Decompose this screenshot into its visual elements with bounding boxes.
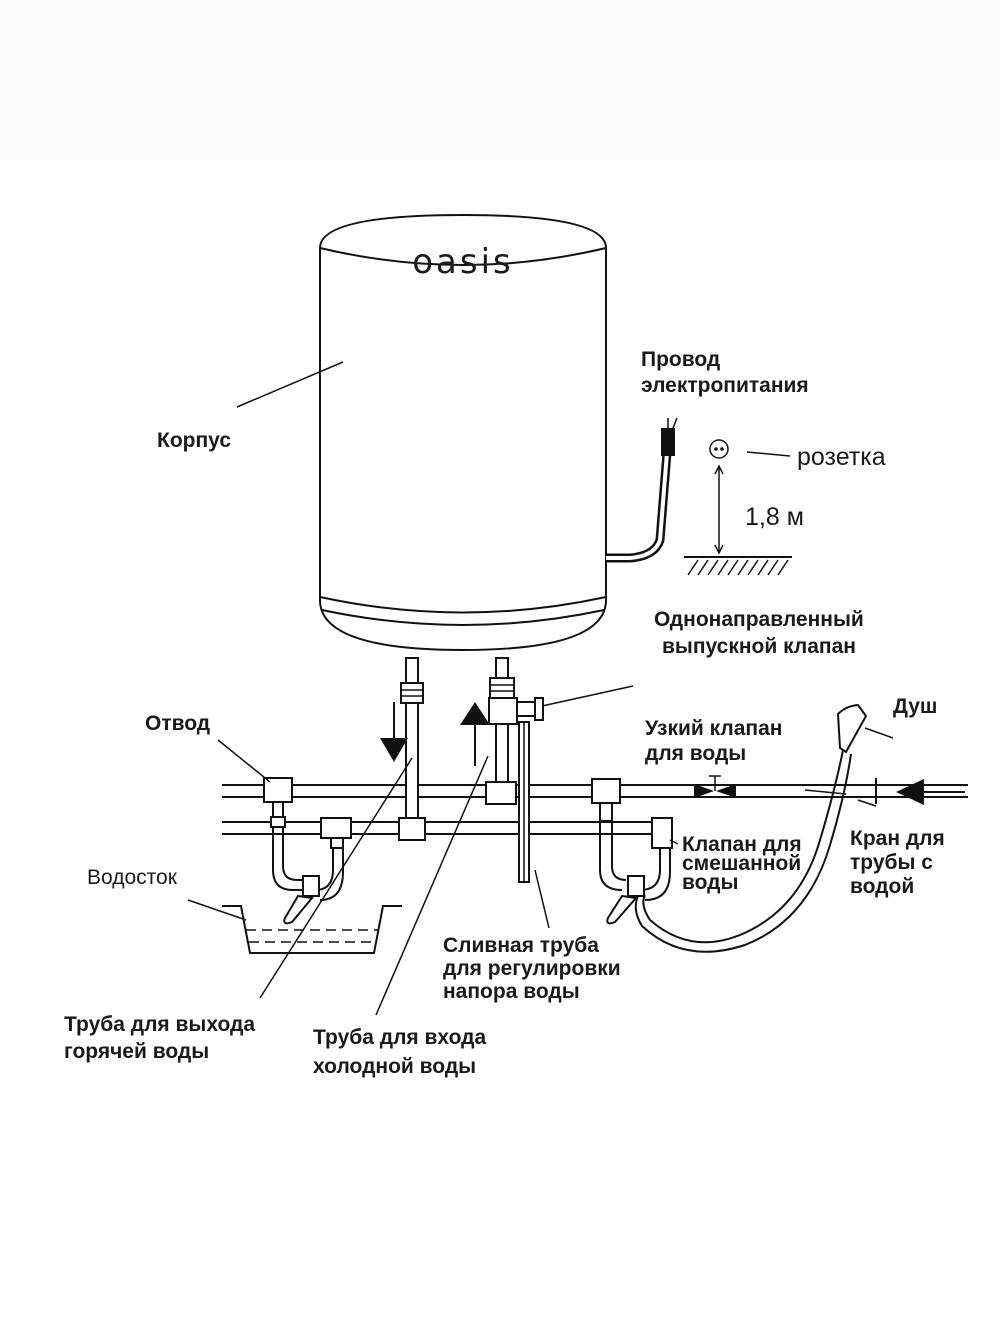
top-band xyxy=(0,0,1000,160)
height-label: 1,8 м xyxy=(745,503,804,531)
shower-label: Душ xyxy=(893,695,937,718)
mixer-valve-label-line1: Клапан для xyxy=(682,833,802,856)
leader-lines xyxy=(187,685,894,1016)
tee-label: Отвод xyxy=(145,712,210,735)
drain-pipe xyxy=(518,721,530,883)
drain-label: Водосток xyxy=(87,866,178,889)
brand-logo: oasis xyxy=(412,242,514,282)
cold-water-inlet-pipe xyxy=(485,657,544,805)
supply-valve-label-line2: трубы с xyxy=(850,851,933,874)
shower xyxy=(634,703,868,953)
body-label: Корпус xyxy=(157,429,231,452)
drain-pipe-label-line2: для регулировки xyxy=(443,957,621,980)
cold-inlet-label-line1: Труба для входа xyxy=(313,1026,486,1049)
hot-water-outlet-pipe xyxy=(398,657,426,841)
check-valve-label-line1: Однонаправленный xyxy=(654,608,864,631)
height-dimension xyxy=(684,464,792,576)
left-mixer-valve xyxy=(283,817,352,925)
mixer-valve-label-line3: воды xyxy=(682,871,738,894)
power-cord-label-line2: электропитания xyxy=(641,374,809,397)
power-cord-label-line1: Провод xyxy=(641,348,720,371)
left-tee xyxy=(263,777,312,891)
drain-basin xyxy=(222,905,402,954)
drain-pipe-label-line3: напора воды xyxy=(443,980,580,1003)
hot-outlet-label-line1: Труба для выхода xyxy=(64,1013,255,1036)
socket xyxy=(709,439,791,459)
supply-valve-label-line1: Кран для xyxy=(850,827,945,850)
power-cord xyxy=(606,417,678,563)
socket-label: розетка xyxy=(797,443,886,471)
right-tee xyxy=(591,778,627,891)
cold-inlet-label-line2: холодной воды xyxy=(313,1055,476,1078)
water-heater-tank: oasis xyxy=(319,213,607,652)
mixer-valve-label-line2: смешанной xyxy=(682,852,801,875)
drain-pipe-label-line1: Сливная труба xyxy=(443,934,599,957)
check-valve-label-line2: выпускной клапан xyxy=(662,635,856,658)
narrow-valve-label-line1: Узкий клапан xyxy=(645,717,782,740)
hot-outlet-label-line2: горячей воды xyxy=(64,1040,209,1063)
inlet-arrow xyxy=(896,779,965,805)
body-leader xyxy=(236,361,344,408)
narrow-water-valve xyxy=(694,775,736,798)
right-mixer-valve xyxy=(606,817,673,925)
narrow-valve-label-line2: для воды xyxy=(645,742,746,765)
down-arrow xyxy=(380,702,408,762)
up-arrow xyxy=(460,702,490,766)
supply-valve-label-line3: водой xyxy=(850,875,914,898)
